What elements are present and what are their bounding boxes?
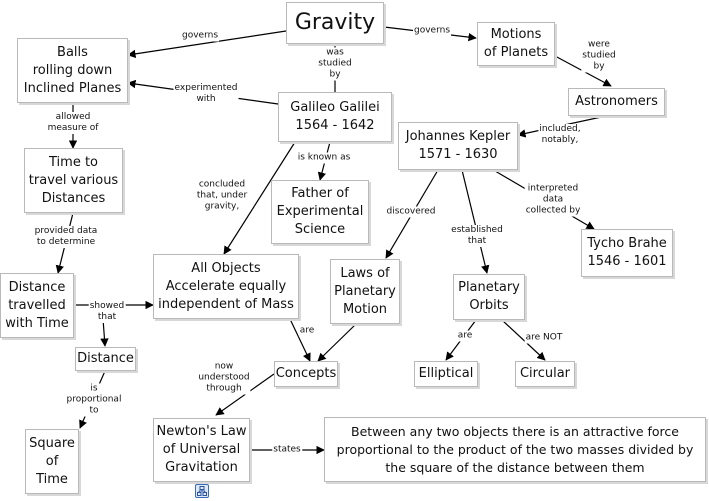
concept-gravity[interactable]: Gravity	[286, 2, 384, 44]
concept-all-objects-accelerate[interactable]: All Objects Accelerate equally independe…	[153, 254, 299, 319]
link-established-that: established that	[450, 225, 504, 247]
concept-planetary-orbits[interactable]: Planetary Orbits	[453, 274, 525, 320]
concept-distance[interactable]: Distance	[75, 347, 136, 371]
concept-astronomers[interactable]: Astronomers	[568, 88, 665, 116]
link-now-understood-through: now understood through	[197, 361, 251, 395]
concept-galileo[interactable]: Galileo Galilei 1564 - 1642	[278, 92, 392, 142]
concept-map-link-icon[interactable]	[195, 484, 209, 498]
link-included-notably: included, notably,	[538, 124, 582, 146]
link-is-known-as: is known as	[296, 152, 352, 164]
link-showed-that: showed that	[88, 301, 126, 323]
concept-attractive-force-statement[interactable]: Between any two objects there is an attr…	[324, 417, 706, 482]
concept-tycho-brahe[interactable]: Tycho Brahe 1546 - 1601	[581, 229, 673, 277]
link-governs-balls: governs	[180, 30, 220, 42]
concept-balls-inclined-planes[interactable]: Balls rolling down Inclined Planes	[17, 38, 128, 103]
link-governs-motions: governs	[412, 25, 452, 37]
concept-concepts[interactable]: Concepts	[274, 361, 338, 387]
link-interpreted-data: interpreted data collected by	[524, 183, 582, 217]
concept-father-of-experimental-science[interactable]: Father of Experimental Science	[271, 180, 369, 244]
link-states: states	[272, 444, 302, 456]
link-provided-data: provided data to determine	[33, 226, 99, 248]
link-concluded-under-gravity: concluded that, under gravity,	[195, 179, 249, 213]
link-are-not-circular: are NOT	[524, 332, 564, 344]
link-allowed-measure-of: allowed measure of	[46, 112, 100, 134]
concept-newtons-law[interactable]: Newton's Law of Universal Gravitation	[153, 418, 250, 482]
concept-square-of-time[interactable]: Square of Time	[25, 429, 79, 494]
concept-motions-of-planets[interactable]: Motions of Planets	[477, 22, 555, 66]
link-is-proportional-to: is proportional to	[65, 383, 123, 417]
concept-elliptical[interactable]: Elliptical	[414, 361, 478, 387]
link-are-elliptical: are	[456, 330, 474, 342]
link-discovered: discovered	[385, 206, 437, 218]
concept-distance-travelled[interactable]: Distance travelled with Time	[0, 273, 74, 338]
concept-time-to-travel[interactable]: Time to travel various Distances	[24, 148, 123, 213]
concept-kepler[interactable]: Johannes Kepler 1571 - 1630	[398, 122, 518, 170]
link-experimented-with: experimented with	[173, 83, 239, 105]
concept-laws-of-planetary-motion[interactable]: Laws of Planetary Motion	[330, 259, 400, 324]
link-were-studied-by: were studied by	[581, 39, 617, 73]
link-are-concepts: are	[298, 325, 316, 337]
link-was-studied-by: was studied by	[317, 47, 353, 81]
concept-circular[interactable]: Circular	[515, 361, 575, 387]
